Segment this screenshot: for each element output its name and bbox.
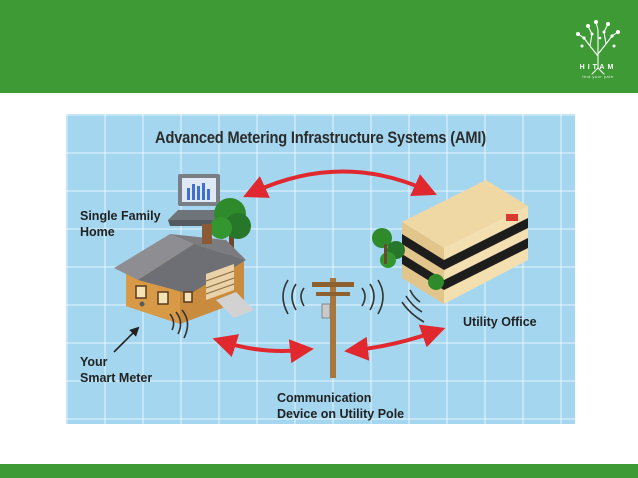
header-bar [0, 0, 638, 93]
house-icon [114, 224, 254, 324]
diagram-title: Advanced Metering Infrastructure Systems… [155, 128, 486, 147]
arrow-home-office [243, 169, 437, 198]
office-signal-icon [401, 289, 425, 323]
meter-pointer-arrow [113, 326, 140, 353]
ami-illustration [113, 169, 528, 378]
logo-tagline: find your path [582, 74, 614, 79]
utility-pole-label: Communication Device on Utility Pole [277, 391, 405, 421]
logo-name: HITAM [579, 64, 617, 71]
computer-icon [168, 174, 228, 226]
ami-diagram: Advanced Metering Infrastructure Systems… [66, 114, 575, 424]
office-trees-icon [372, 228, 444, 290]
home-label: Single Family Home [80, 209, 161, 239]
arrow-pole-home [212, 334, 314, 364]
pole-signal-icon [282, 279, 384, 315]
smart-meter-label: Your Smart Meter [80, 355, 153, 385]
utility-office-label: Utility Office [463, 315, 537, 329]
utility-pole-icon [312, 278, 354, 378]
tree-logo-icon [576, 20, 620, 75]
footer-bar [0, 464, 638, 478]
arrow-pole-office [344, 324, 446, 361]
office-building-icon [402, 180, 528, 304]
meter-signal-icon [169, 309, 189, 339]
